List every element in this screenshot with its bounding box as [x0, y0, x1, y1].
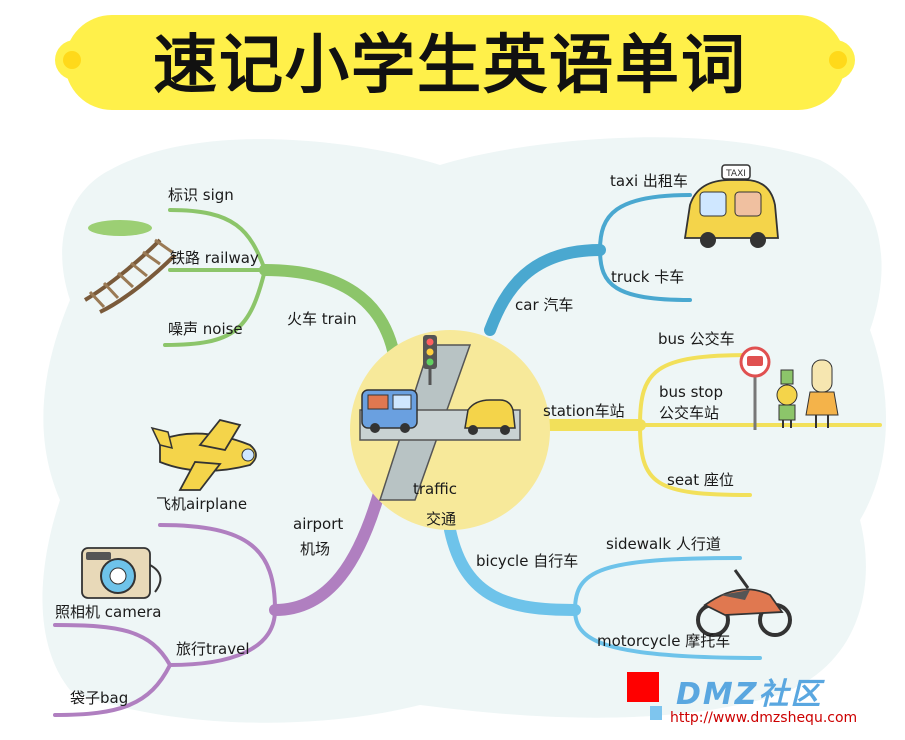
node-airplane: 飞机airplane — [156, 495, 248, 513]
node-seat: seat 座位 — [667, 471, 734, 489]
branch-bicycle-label: bicycle 自行车 — [476, 552, 579, 570]
node-bus-stop-zh: 公交车站 — [659, 404, 720, 422]
node-bus-stop-en: bus stop — [659, 383, 724, 401]
taxi-icon: TAXI — [683, 164, 779, 248]
camera-icon — [81, 547, 162, 599]
branch-car-label: car 汽车 — [515, 296, 574, 314]
node-sidewalk: sidewalk 人行道 — [606, 535, 721, 553]
branch-station — [534, 353, 882, 497]
branch-train-label: 火车 train — [287, 310, 357, 328]
branch-airport — [53, 484, 386, 717]
node-sign: 标识 sign — [168, 186, 234, 204]
node-noise: 噪声 noise — [168, 320, 243, 338]
watermark-url: http://www.dmzshequ.com — [670, 710, 858, 726]
node-truck: truck 卡车 — [611, 268, 685, 286]
title-area: 速记小学生英语单词 — [55, 8, 845, 112]
watermark-brand: DMZ社区 — [676, 677, 823, 712]
page-title: 速记小学生英语单词 — [153, 29, 747, 103]
bus-stop-icon — [739, 346, 839, 430]
center-label-zh: 交通 — [426, 510, 457, 528]
branch-airport-label-zh: 机场 — [300, 540, 331, 558]
taxi-sign-text: TAXI — [725, 169, 746, 179]
node-bus: bus 公交车 — [658, 330, 735, 348]
node-railway: 铁路 railway — [170, 249, 259, 267]
center-node — [350, 330, 550, 530]
branch-airport-label-en: airport — [293, 515, 344, 533]
motorcycle-icon — [696, 569, 792, 637]
node-motorcycle: motorcycle 摩托车 — [597, 632, 731, 650]
title-band — [55, 15, 855, 110]
branch-station-label: station车站 — [543, 402, 625, 420]
branch-bicycle — [444, 524, 762, 660]
branch-train — [163, 208, 401, 366]
airplane-icon — [150, 418, 257, 491]
node-bag: 袋子bag — [70, 689, 129, 707]
node-taxi: taxi 出租车 — [610, 172, 688, 190]
node-travel: 旅行travel — [176, 640, 250, 658]
node-camera: 照相机 camera — [55, 603, 162, 621]
watermark-logo — [627, 672, 662, 720]
center-label-en: traffic — [413, 480, 457, 498]
branch-car — [484, 193, 692, 336]
railway-track-icon — [83, 220, 177, 314]
